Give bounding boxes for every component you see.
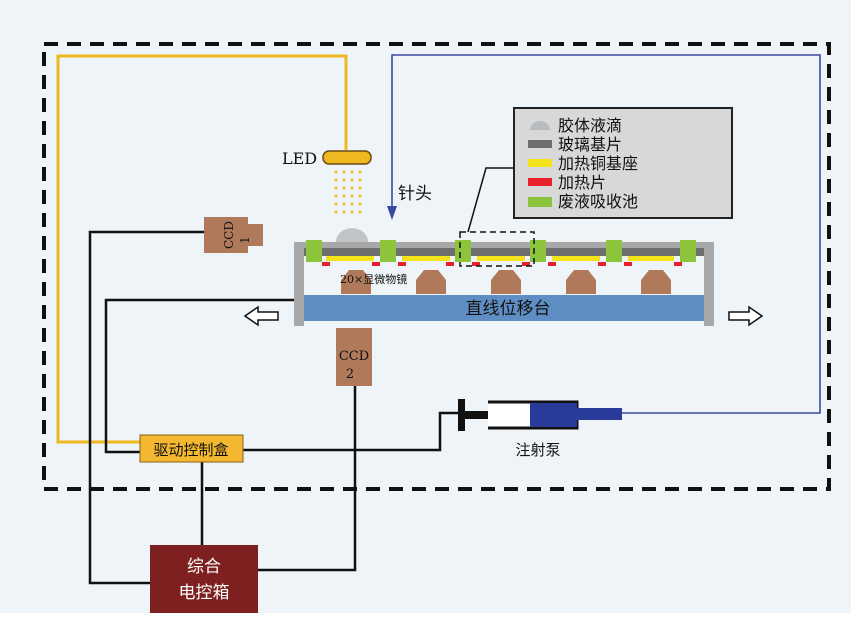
integrated-control-box: 综合 电控箱	[150, 545, 258, 613]
ccd2-camera: CCD 2	[336, 328, 372, 386]
stage-cable	[104, 298, 318, 454]
stage-label: 直线位移台	[466, 299, 551, 319]
sample-assembly: 直线位移台 20×显微物镜	[294, 228, 714, 326]
waste-pools	[306, 240, 696, 262]
ccd1-camera: CCD 1	[204, 217, 263, 253]
legend-item-label: 废液吸收池	[558, 192, 638, 211]
objective-lenses	[341, 270, 671, 294]
control-box-label-line1: 综合	[187, 557, 221, 577]
frame-left-post	[294, 242, 304, 326]
ccd2-cable	[258, 386, 357, 572]
ccd1-label: CCD	[222, 221, 236, 249]
legend-pointer	[467, 167, 514, 233]
plunger-handle	[458, 399, 465, 431]
syringe-pump-label: 注射泵	[515, 441, 560, 459]
objective-label: 20×显微物镜	[340, 272, 407, 286]
legend-item-heater-swatch	[528, 178, 552, 186]
frame-right-post	[704, 242, 714, 326]
ccd1-number: 1	[238, 236, 252, 244]
copper-bases	[326, 256, 674, 261]
led-label: LED	[282, 149, 317, 168]
enclosure-dashed-border	[42, 42, 831, 491]
syringe-nozzle	[577, 408, 622, 420]
led-light-dots	[334, 170, 362, 214]
needle-tip	[387, 206, 397, 220]
driver-to-pump-cable	[243, 411, 458, 452]
led-lamp	[322, 150, 372, 165]
legend-item-copper-swatch	[528, 159, 552, 167]
control-box-label-line2: 电控箱	[179, 583, 230, 603]
syringe-liquid	[530, 403, 577, 427]
legend-item-label: 玻璃基片	[558, 135, 622, 154]
legend-item-droplet-swatch	[530, 121, 550, 130]
plunger-rod	[465, 411, 503, 419]
legend-item-glass-swatch	[528, 140, 552, 148]
colloid-droplet	[336, 228, 368, 242]
ccd2-number: 2	[346, 367, 354, 382]
heater-strips	[322, 262, 682, 266]
glass-substrate	[304, 248, 704, 256]
legend-item-waste-swatch	[528, 197, 552, 207]
left-arrow-icon	[243, 305, 279, 327]
right-arrow-icon	[728, 305, 764, 327]
legend-item-label: 加热铜基座	[558, 154, 638, 173]
ccd2-label: CCD	[339, 349, 369, 364]
led-wire	[56, 54, 348, 444]
pump-tube	[391, 54, 821, 414]
syringe-pump: 注射泵	[458, 399, 622, 459]
frame-top-bar	[294, 242, 714, 248]
ccd1-cable	[88, 230, 204, 585]
zoom-callout	[459, 231, 535, 267]
driver-box-label: 驱动控制盒	[153, 441, 228, 459]
needle-label: 针头	[398, 184, 432, 204]
linear-stage	[304, 295, 704, 321]
driver-control-box: 驱动控制盒	[139, 434, 244, 463]
legend-item-label: 胶体液滴	[558, 116, 622, 135]
legend-item-label: 加热片	[558, 173, 606, 192]
legend: 胶体液滴 玻璃基片 加热铜基座 加热片 废液吸收池	[513, 107, 733, 219]
